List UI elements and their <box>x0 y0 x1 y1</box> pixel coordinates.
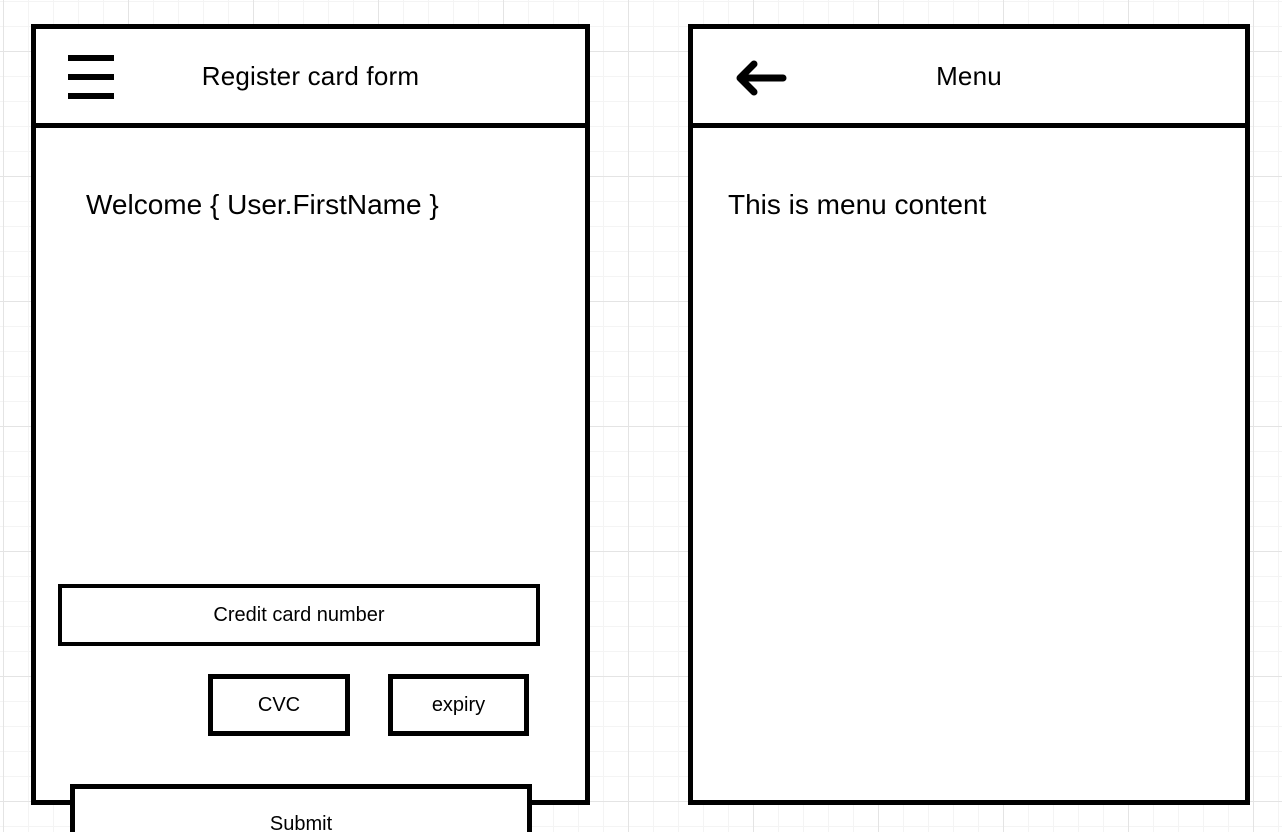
hamburger-bar <box>68 74 114 80</box>
menu-screen[interactable]: Menu This is menu content <box>688 24 1250 805</box>
hamburger-bar <box>68 55 114 61</box>
register-screen-title: Register card form <box>201 60 420 91</box>
hamburger-icon[interactable] <box>68 55 114 99</box>
menu-topbar: Menu <box>693 29 1245 128</box>
hamburger-bar <box>68 93 114 99</box>
credit-card-number-field[interactable]: Credit card number <box>58 584 540 646</box>
register-card-screen[interactable]: Register card form Welcome { User.FirstN… <box>31 24 590 832</box>
menu-screen-title: Menu <box>936 60 1002 91</box>
register-topbar: Register card form <box>36 29 585 128</box>
welcome-text: Welcome { User.FirstName } <box>86 189 439 220</box>
menu-content-text: This is menu content <box>728 189 987 220</box>
credit-card-number-label: Credit card number <box>213 603 385 626</box>
arrow-left-icon[interactable] <box>733 57 787 99</box>
menu-screen-body: This is menu content <box>693 128 1245 800</box>
submit-button-label: Submit <box>269 813 333 832</box>
cvc-label: CVC <box>257 693 301 716</box>
submit-button[interactable]: Submit <box>70 784 532 832</box>
expiry-field[interactable]: expiry <box>388 674 529 736</box>
register-screen-body: Welcome { User.FirstName } Credit card n… <box>36 128 585 832</box>
cvc-field[interactable]: CVC <box>208 674 350 736</box>
expiry-label: expiry <box>431 693 486 716</box>
